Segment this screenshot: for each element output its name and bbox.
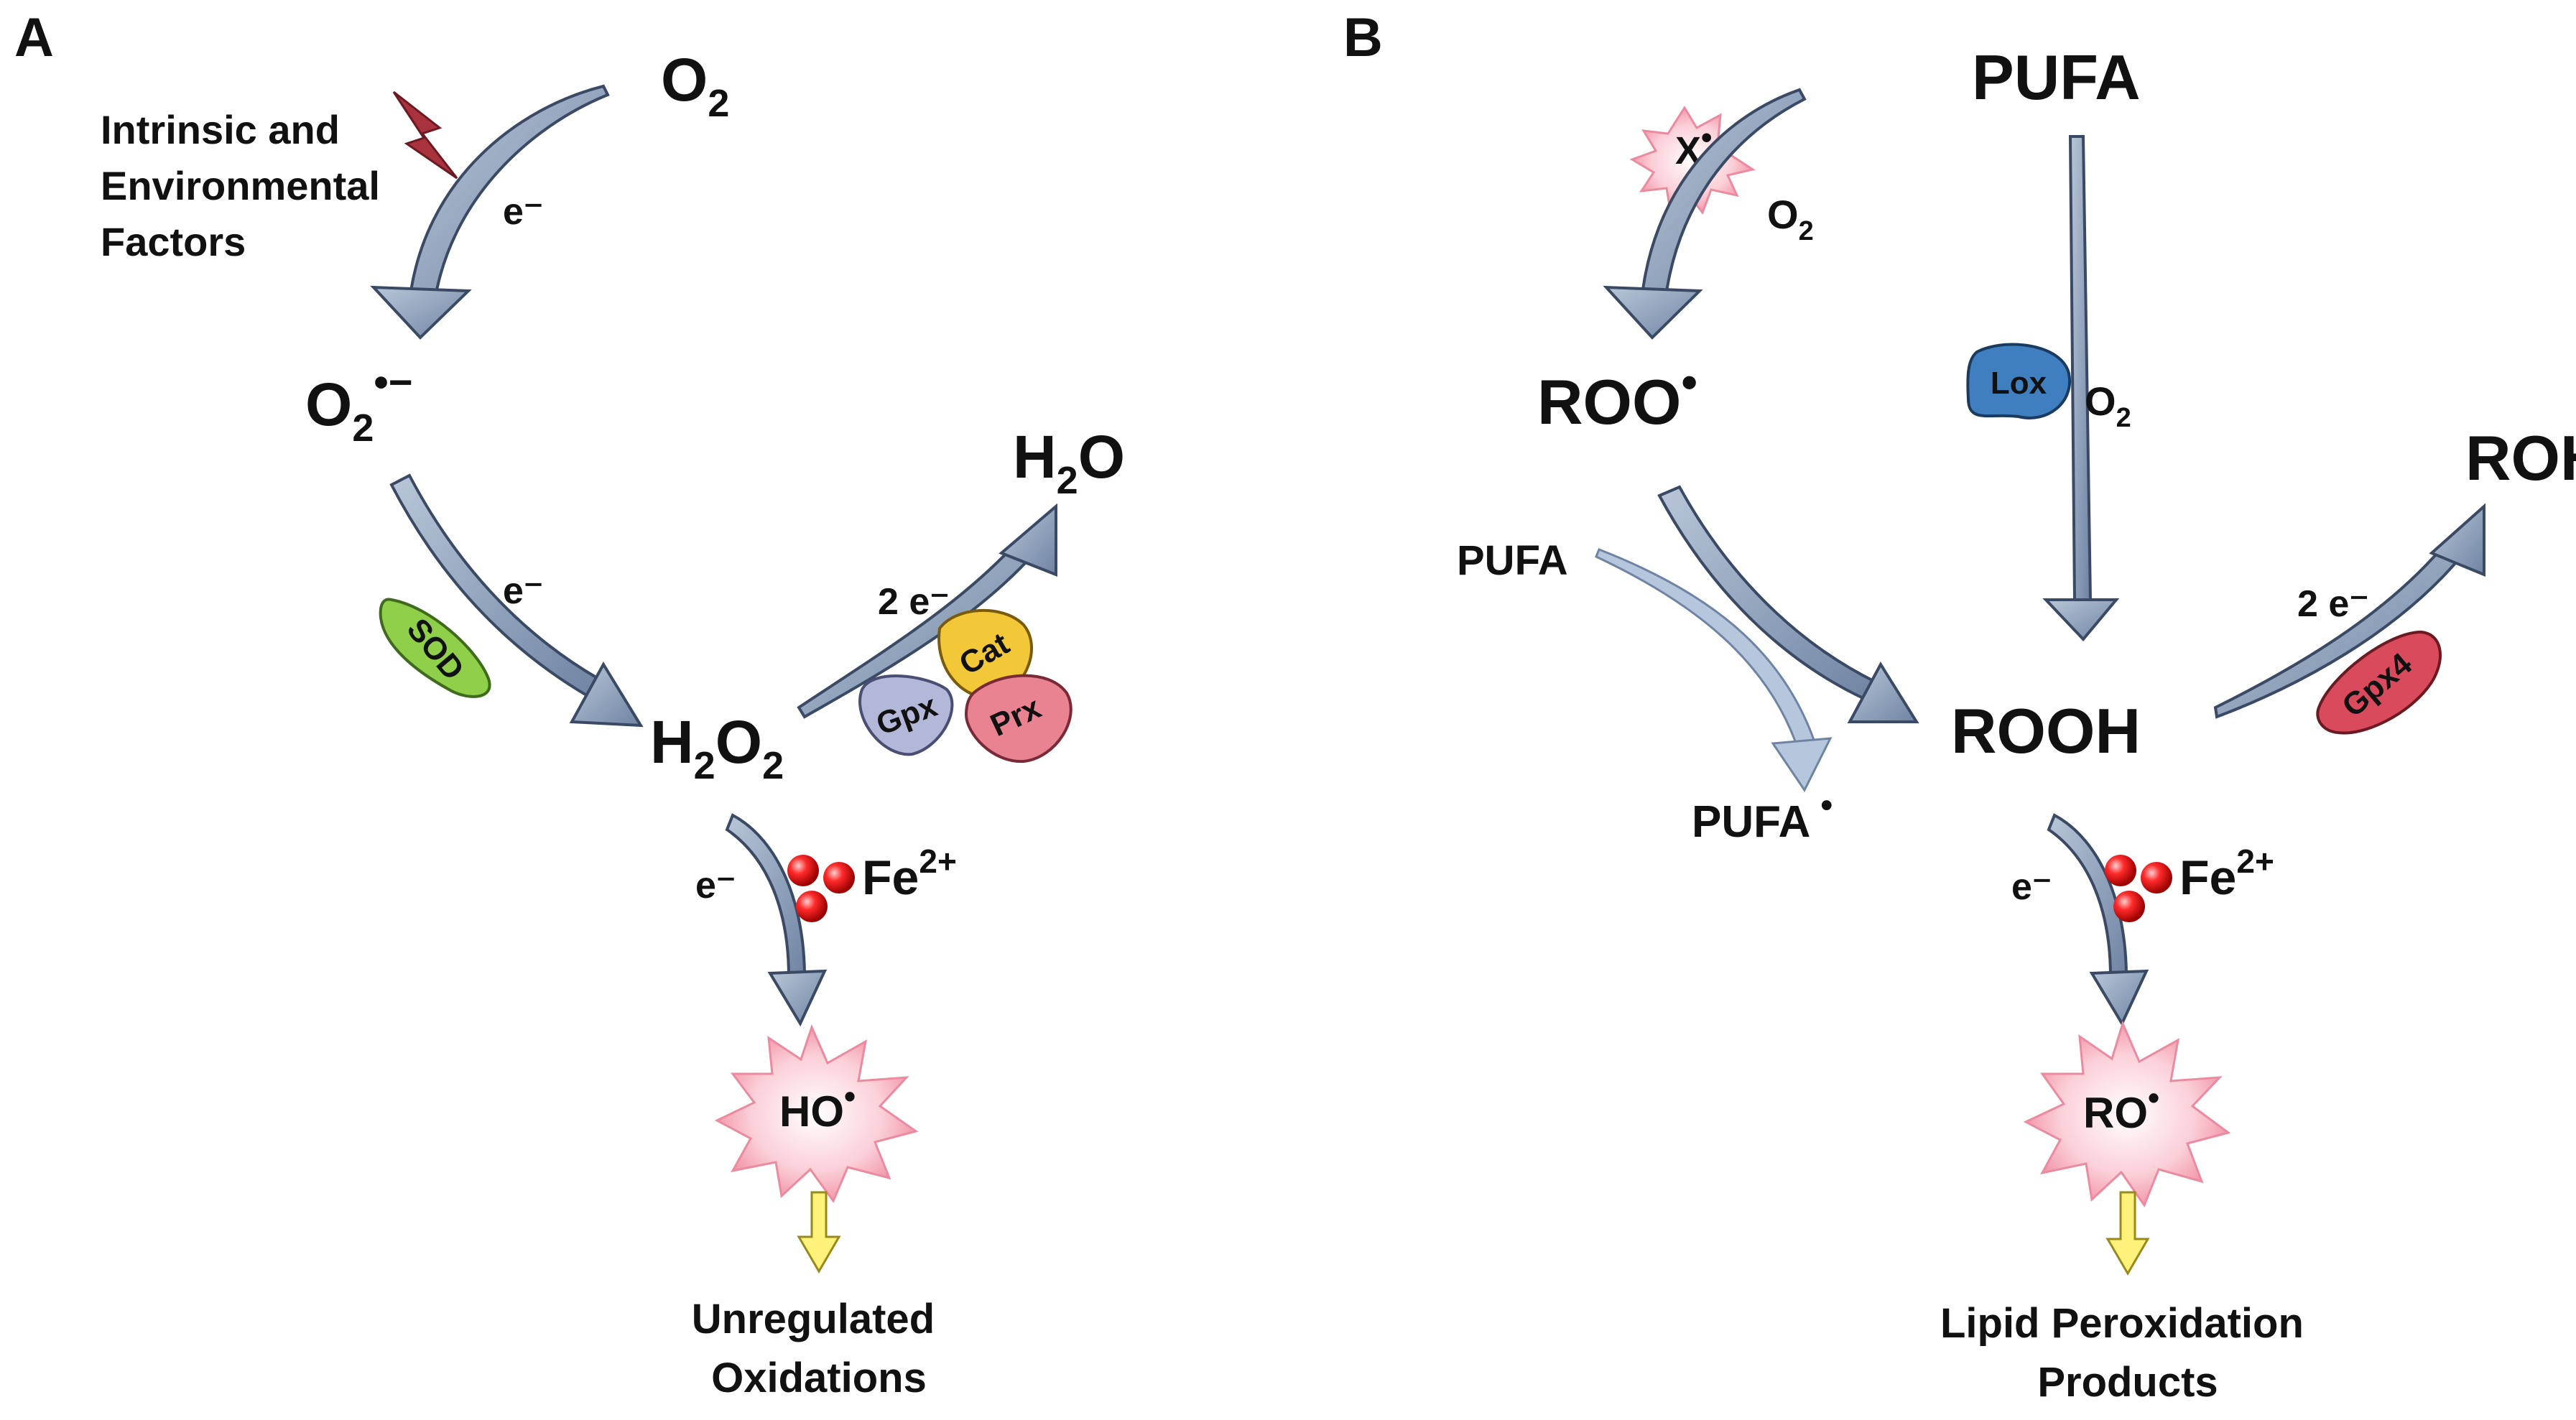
peroxyl-radical-label: ROO• [1537,356,1697,437]
iron-ion [2141,862,2172,894]
iron-ion [2105,855,2136,886]
prx-enzyme: Prx [964,674,1072,764]
arrow-h2o2-to-hydroxyl [725,813,807,978]
outcome-label-b: Lipid Peroxidation Products [1940,1300,2315,1406]
sod-enzyme: SOD [379,598,491,698]
two-electron-label-a: 2 e⁻ [878,581,950,623]
arrow-head-pufa-to-pufa-radical [1771,737,1833,792]
hydroxyl-burst [714,1024,919,1204]
hydroperoxide-label: ROOH [1951,695,2141,766]
iron-ion [2113,891,2145,922]
oxygen-right-label: O2 [2085,379,2131,433]
alkoxyl-burst [2023,1020,2231,1208]
alkoxyl-radical-label: RO• [2083,1079,2159,1137]
pufa-radical-label: PUFA• [1692,786,1833,847]
alcohol-label: ROH [2465,422,2576,493]
pufa-top-label: PUFA [1972,42,2141,113]
arrow-head-o2-to-superoxide [370,285,472,340]
panel-b: B PUFA X• O2 ROO• Lox O2 ROH PUFA [1343,7,2576,1406]
lox-label: Lox [1991,366,2047,401]
arrow-pufa-to-pufa-radical [1595,548,1815,749]
panel-b-label: B [1343,7,1383,68]
arrow-head-rooh-to-alkoxyl [2089,969,2149,1027]
electron-label-b: e⁻ [2011,866,2052,908]
iron-ion [796,891,828,922]
arrow-head-superoxide-to-h2o2 [569,662,644,728]
two-electron-label-b: 2 e⁻ [2297,583,2369,625]
pufa-side-label: PUFA [1457,537,1568,584]
yellow-arrow-a [797,1191,841,1273]
arrow-head-h2o2-to-h2o [999,503,1057,577]
arrow-head-pufa-to-peroxyl [1603,285,1703,340]
water-label: H2O [1013,423,1125,502]
outcome-label-a: Unregulated Oxidations [692,1296,947,1401]
electron-label-1: e⁻ [503,191,543,233]
oxygen-label: O2 [661,46,729,125]
arrow-head-rooh-to-alcohol [2429,503,2485,577]
iron-label-b: Fe2+ [2179,843,2274,905]
lightning-icon [392,91,458,180]
arrow-head-pufa-to-rooh [2042,598,2120,642]
panel-a-label: A [14,7,54,68]
iron-label-a: Fe2+ [862,843,957,905]
lox-enzyme: Lox [1966,343,2072,419]
electron-label-3: e⁻ [695,865,736,906]
factors-label: Intrinsic and Environmental Factors [101,107,392,264]
superoxide-label: O2•− [305,359,413,450]
iron-ion [787,855,819,886]
panel-a: A O2 Intrinsic and Environmental Factors… [14,7,1125,1401]
yellow-arrow-b [2105,1191,2150,1276]
h2o2-label: H2O2 [650,708,784,787]
arrow-rooh-to-alkoxyl [2047,813,2128,978]
arrow-pufa-to-rooh [2068,135,2093,601]
arrow-head-peroxyl-to-rooh [1847,662,1919,723]
iron-ion [823,862,855,894]
electron-label-2: e⁻ [503,570,543,612]
gpx-enzyme: Gpx [858,674,954,756]
hydroxyl-radical-label: HO• [779,1077,856,1136]
oxygen-left-label: O2 [1767,192,1814,246]
arrow-head-h2o2-to-hydroxyl [767,969,828,1027]
